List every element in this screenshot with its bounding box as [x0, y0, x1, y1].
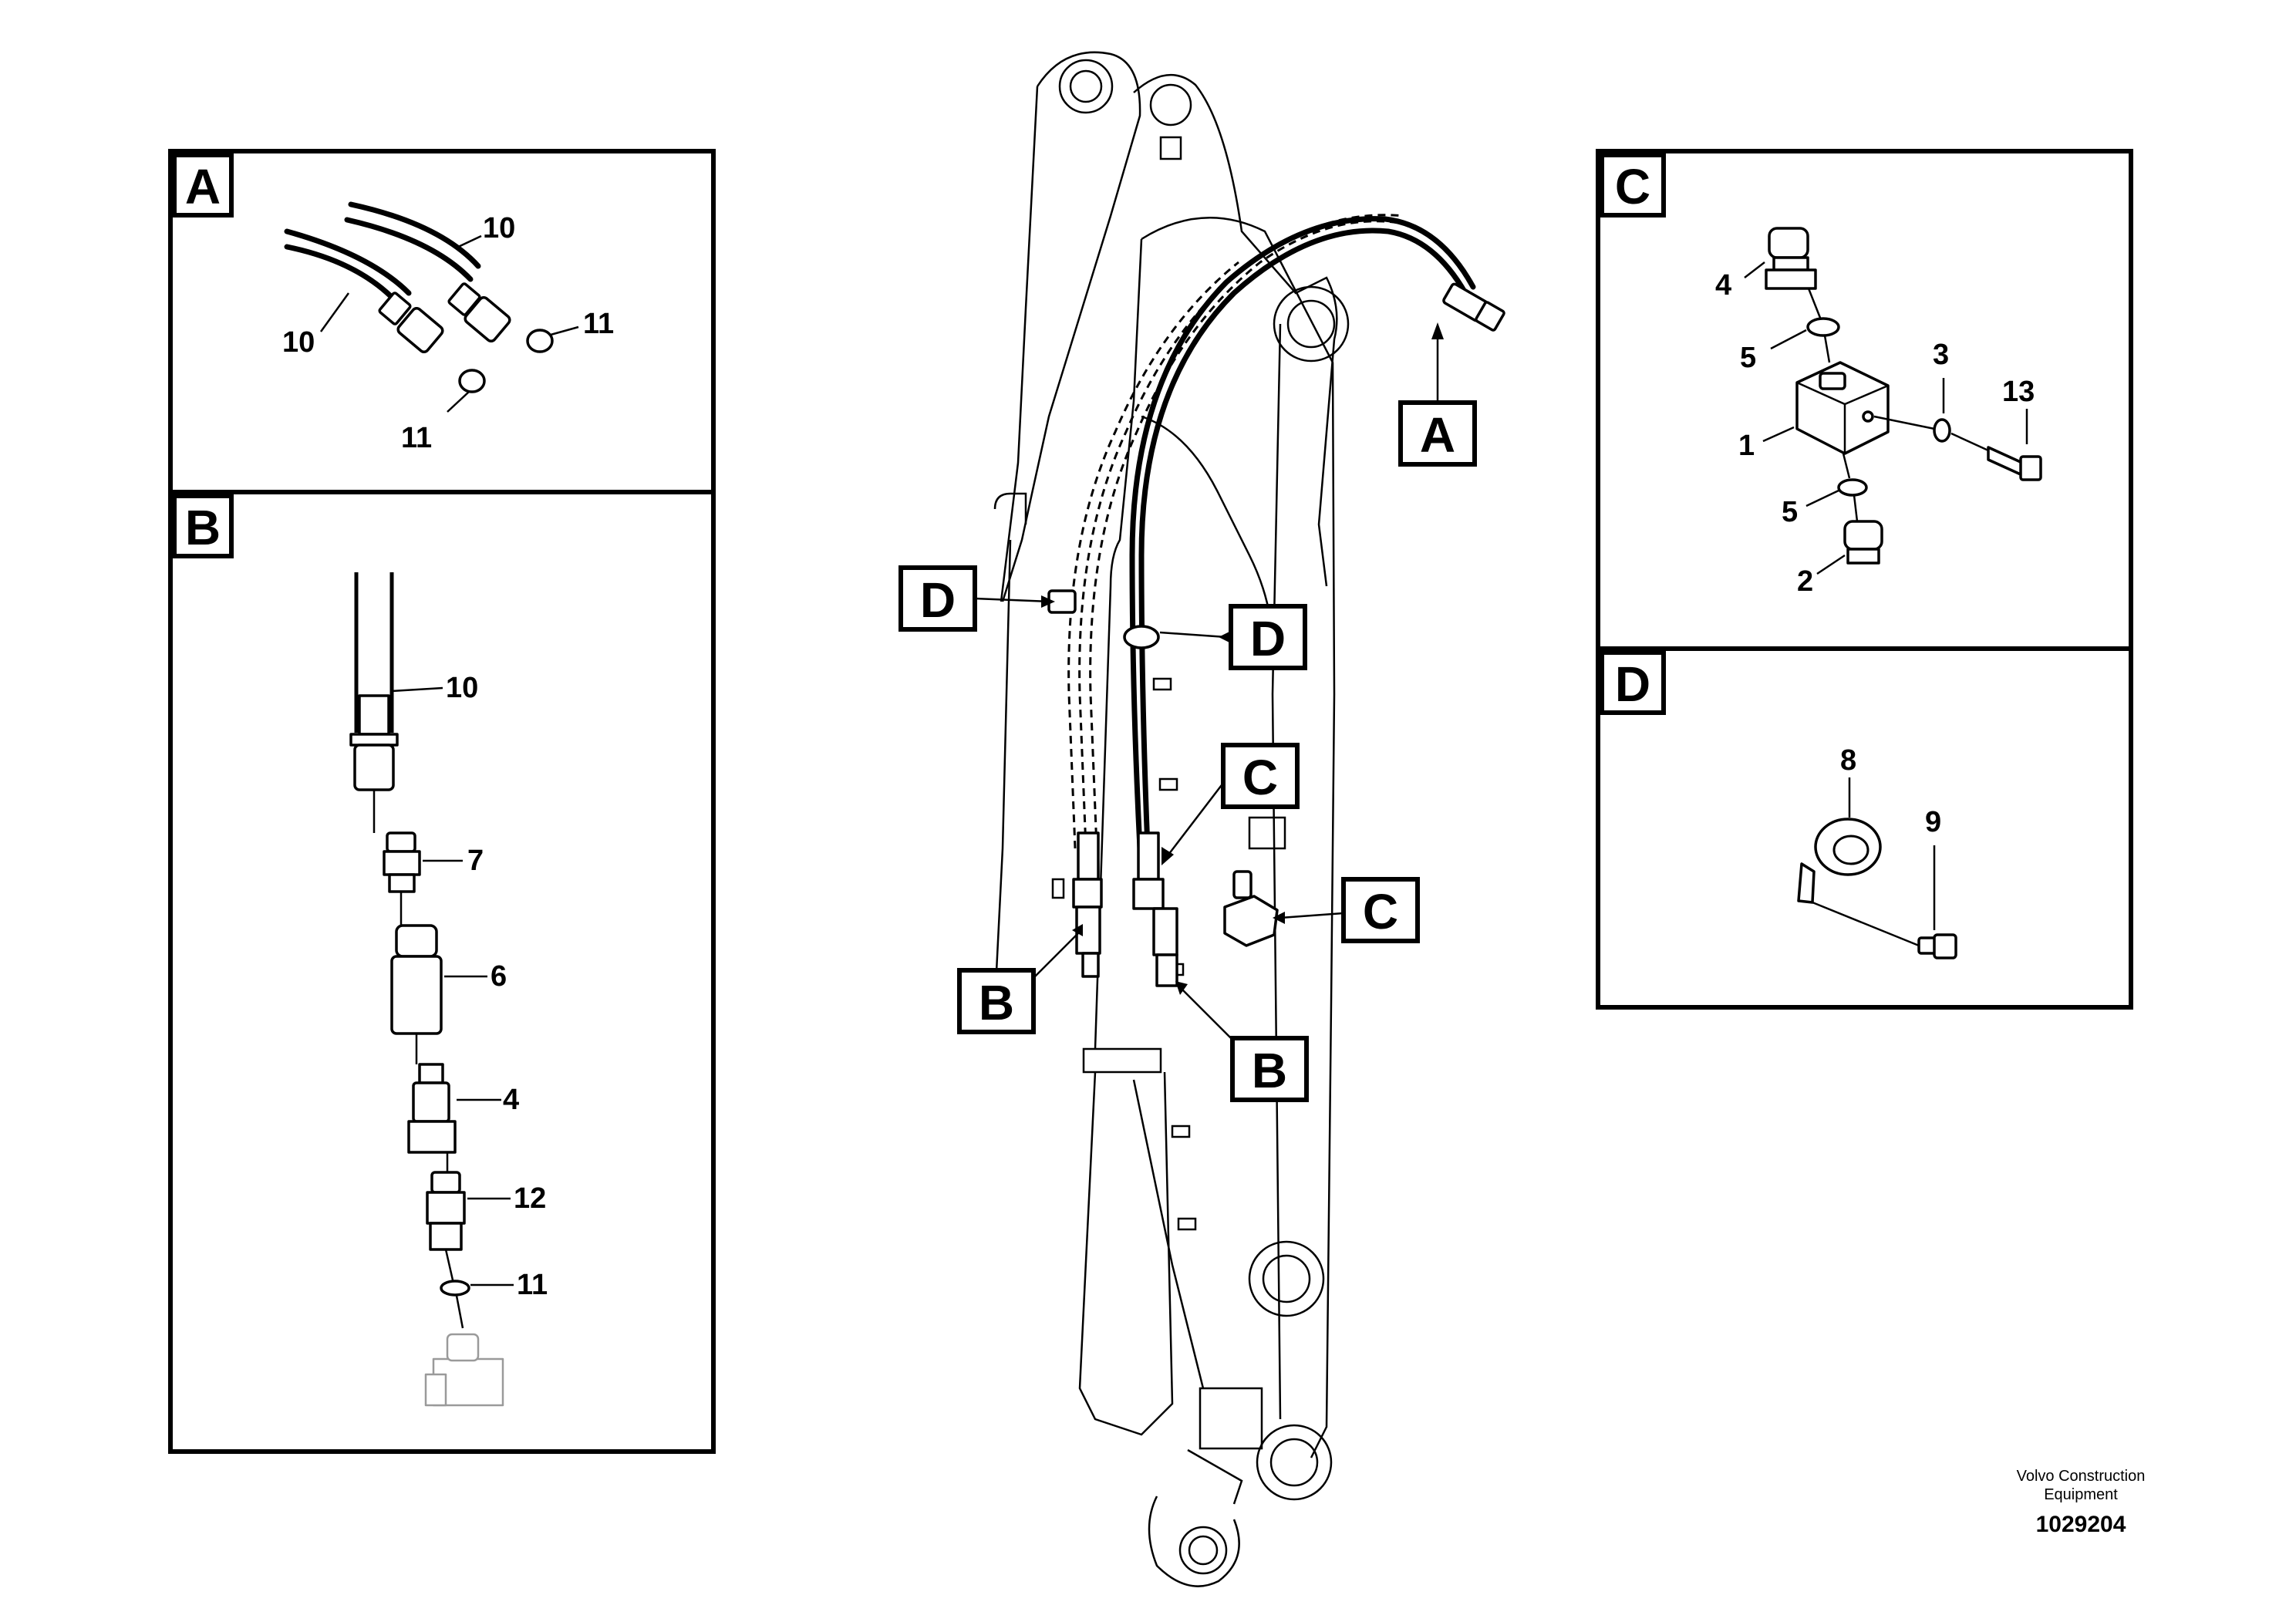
tag-b: B [185, 500, 221, 555]
ref-box-c-lower: C [1273, 877, 1420, 943]
footer-company-line2: Equipment [2044, 1486, 2118, 1503]
ref-box-d-left: D [899, 565, 1055, 632]
callout-b-11: 11 [517, 1269, 548, 1301]
frame-right [1596, 149, 2133, 1010]
ref-label-b-left: B [979, 975, 1014, 1030]
footer-company-line1: Volvo Construction [2017, 1468, 2146, 1485]
callout-b-4: 4 [503, 1084, 519, 1116]
callout-b-10: 10 [446, 672, 478, 704]
callout-b-7: 7 [467, 845, 484, 877]
ref-box-b-right: B [1175, 981, 1309, 1102]
ref-box-d-right: D [1159, 604, 1307, 670]
ref-label-a: A [1420, 407, 1455, 463]
callout-d-9: 9 [1925, 806, 1941, 838]
detail-d-drawing [1797, 818, 1957, 959]
footer: Volvo Construction Equipment 1029204 [2017, 1468, 2146, 1537]
tag-c: C [1615, 159, 1650, 214]
callout-c-13: 13 [2002, 376, 2035, 408]
ref-label-d-right: D [1250, 611, 1286, 666]
detail-a-drawing [284, 201, 554, 393]
callout-a-11-right: 11 [583, 308, 614, 340]
frame-left [168, 149, 716, 1454]
callout-c-5-bottom: 5 [1782, 496, 1798, 528]
tag-d: D [1615, 656, 1650, 712]
callout-a-11-bottom: 11 [401, 422, 432, 454]
callout-c-2: 2 [1797, 565, 1813, 598]
detail-frames [168, 149, 2133, 1454]
detail-c-drawing [1765, 227, 2042, 565]
ref-label-d-left: D [920, 572, 956, 628]
footer-drawing-number: 1029204 [2036, 1512, 2126, 1537]
tag-a: A [185, 159, 221, 214]
main-view-refs: A D D C C [899, 322, 1477, 1102]
ref-box-b-left: B [957, 924, 1083, 1034]
callout-b-12: 12 [514, 1182, 546, 1215]
callout-c-4: 4 [1715, 269, 1731, 302]
callout-a-10-top: 10 [483, 212, 515, 244]
detail-tags: A B C D [172, 153, 1666, 715]
callout-c-3: 3 [1933, 339, 1949, 371]
ref-label-b-right: B [1252, 1043, 1287, 1098]
main-boom-drawing [993, 51, 1505, 1587]
ref-label-c-upper: C [1242, 750, 1278, 805]
callout-a-10-left: 10 [282, 326, 315, 359]
ref-box-a: A [1398, 322, 1477, 467]
callouts-c: 4 5 3 13 1 5 2 [1715, 261, 2035, 598]
detail-b-drawing [349, 572, 504, 1407]
callouts-b: 10 7 6 4 12 11 [391, 672, 548, 1301]
callout-b-6: 6 [491, 960, 507, 993]
callout-c-5-top: 5 [1740, 342, 1756, 374]
ref-label-c-lower: C [1363, 884, 1398, 939]
detail-b-ghost-valve [424, 1333, 504, 1407]
ref-box-c-upper: C [1161, 743, 1300, 865]
callouts-a: 10 10 11 11 [282, 212, 614, 454]
callouts-d: 8 9 [1840, 744, 1941, 930]
callout-d-8: 8 [1840, 744, 1856, 777]
callout-c-1: 1 [1738, 430, 1755, 462]
